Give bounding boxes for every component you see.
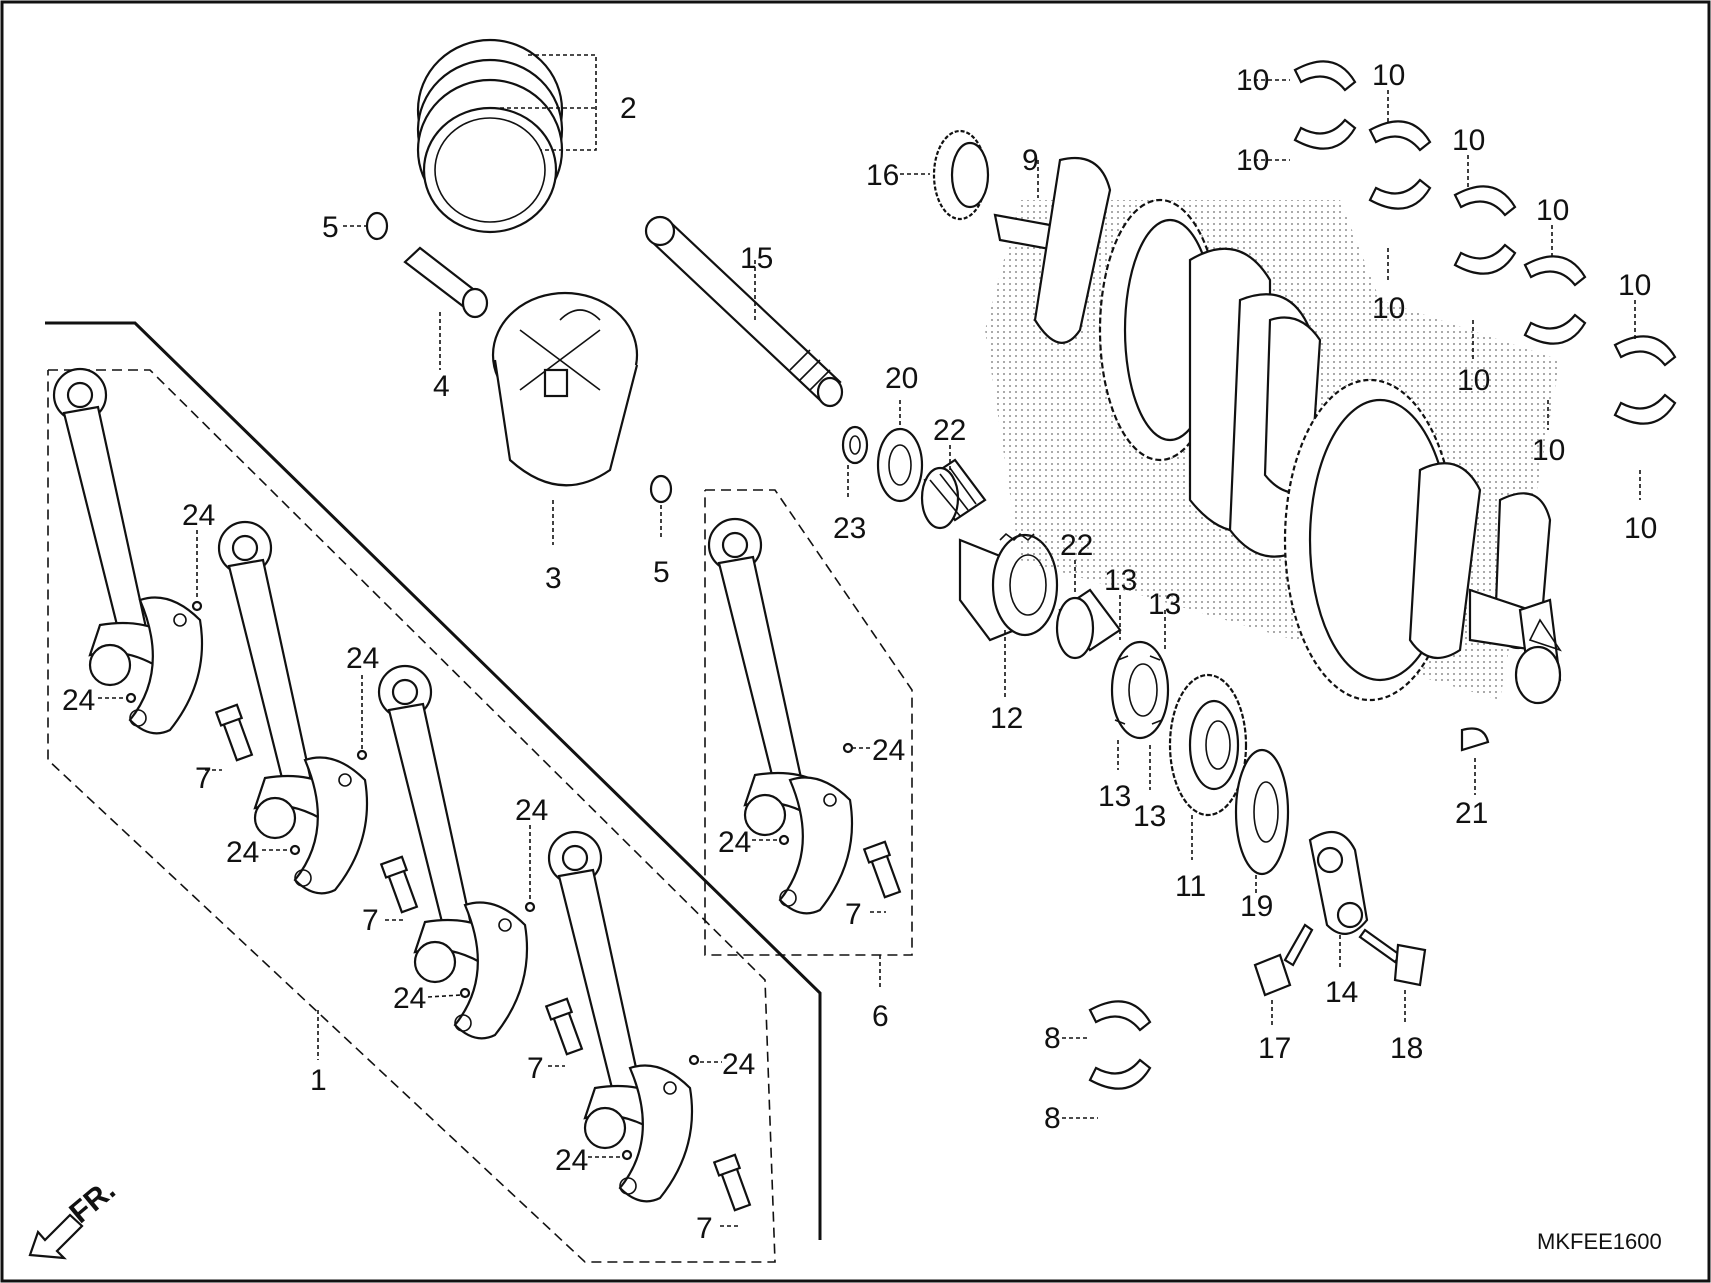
callout-7-e: 7 <box>845 898 862 931</box>
balancer-weight-holder <box>1308 830 1369 970</box>
damper-rubbers <box>1110 595 1170 790</box>
callout-22-upper: 22 <box>933 414 966 447</box>
piston-pin <box>403 246 489 370</box>
callout-8-lower: 8 <box>1044 1102 1061 1135</box>
main-bearing-shells <box>1247 60 1677 500</box>
callout-24-c: 24 <box>346 642 379 675</box>
callout-24-f: 24 <box>393 982 426 1015</box>
spare-connecting-rod-group <box>704 489 913 990</box>
callout-24-a: 24 <box>182 499 215 532</box>
needle-bearing-lower <box>1055 560 1122 660</box>
callout-19: 19 <box>1240 890 1273 923</box>
callout-24-g: 24 <box>722 1048 755 1081</box>
callout-13-a: 13 <box>1104 564 1137 597</box>
balancer-shaft <box>644 215 844 408</box>
callout-8-upper: 8 <box>1044 1022 1061 1055</box>
callout-10-a: 10 <box>1236 64 1269 97</box>
callout-24-b: 24 <box>62 684 95 717</box>
callout-6: 6 <box>872 1000 889 1033</box>
diagram-code: MKFEE1600 <box>1537 1229 1662 1254</box>
piston <box>491 291 639 545</box>
piston-rings <box>416 38 597 234</box>
callout-labels: 2 5 4 3 5 15 20 22 23 22 12 13 13 13 13 … <box>62 59 1657 1245</box>
callout-23: 23 <box>833 512 866 545</box>
callout-17: 17 <box>1258 1032 1291 1065</box>
connecting-rod-set-group <box>45 321 822 1263</box>
callout-10-g: 10 <box>1536 194 1569 227</box>
callout-10-j: 10 <box>1624 512 1657 545</box>
callout-7-c: 7 <box>527 1052 544 1085</box>
callout-5-lower: 5 <box>653 556 670 589</box>
callout-10-c: 10 <box>1372 59 1405 92</box>
woodruff-key <box>1460 727 1490 795</box>
callout-22-lower: 22 <box>1060 529 1093 562</box>
callout-24-d: 24 <box>226 836 259 869</box>
callout-7-a: 7 <box>195 762 212 795</box>
callout-7-d: 7 <box>696 1212 713 1245</box>
thrust-washer-23 <box>841 425 869 500</box>
front-direction-arrow-icon: FR. <box>28 1174 122 1260</box>
piston-pin-clip-upper <box>343 211 389 241</box>
callout-20: 20 <box>885 362 918 395</box>
thrust-washer-20 <box>876 400 924 503</box>
piston-pin-clip-lower <box>649 474 673 540</box>
callout-9: 9 <box>1022 144 1039 177</box>
callout-24-h: 24 <box>555 1144 588 1177</box>
callout-24-j: 24 <box>718 826 751 859</box>
callout-5-upper: 5 <box>322 211 339 244</box>
callout-3: 3 <box>545 562 562 595</box>
needle-bearing-upper <box>920 445 987 530</box>
callout-12: 12 <box>990 702 1023 735</box>
callout-15: 15 <box>740 242 773 275</box>
callout-18: 18 <box>1390 1032 1423 1065</box>
callout-10-h: 10 <box>1532 434 1565 467</box>
callout-10-b: 10 <box>1236 144 1269 177</box>
thrust-washer-19 <box>1234 748 1290 895</box>
callout-24-i: 24 <box>872 734 905 767</box>
callout-13-d: 13 <box>1133 800 1166 833</box>
crankshaft <box>985 156 1562 705</box>
callout-7-b: 7 <box>362 904 379 937</box>
callout-11: 11 <box>1175 870 1206 903</box>
callout-14: 14 <box>1325 976 1358 1009</box>
callout-4: 4 <box>433 370 450 403</box>
primary-drive-gear <box>1168 673 1248 860</box>
callout-10-d: 10 <box>1372 292 1405 325</box>
callout-2: 2 <box>620 92 637 125</box>
callout-24-e: 24 <box>515 794 548 827</box>
bolt-18 <box>1358 928 1427 1025</box>
callout-16: 16 <box>866 159 899 192</box>
callout-13-c: 13 <box>1098 780 1131 813</box>
dowel-pins <box>98 530 886 1227</box>
callout-13-b: 13 <box>1148 588 1181 621</box>
balancer-bearing-shells <box>1062 1000 1152 1119</box>
callout-1: 1 <box>310 1064 327 1097</box>
callout-10-i: 10 <box>1618 269 1651 302</box>
callout-10-f: 10 <box>1457 364 1490 397</box>
cam-chain-sprocket <box>900 129 990 221</box>
callout-10-e: 10 <box>1452 124 1485 157</box>
callout-21: 21 <box>1455 797 1488 830</box>
bolt-17 <box>1253 923 1314 1025</box>
